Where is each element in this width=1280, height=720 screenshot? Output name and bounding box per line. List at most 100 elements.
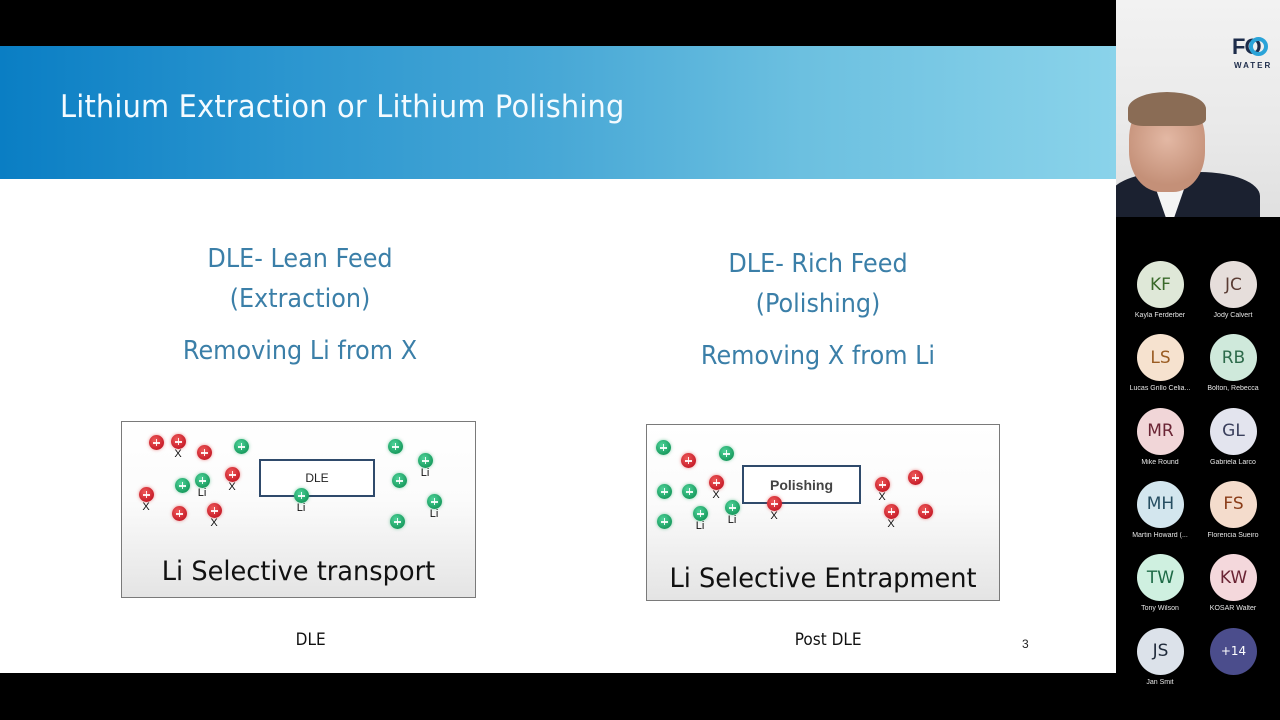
participant-avatar[interactable]: MR: [1137, 407, 1184, 455]
left-heading-line1: DLE- Lean Feed: [207, 244, 393, 274]
participant-name: Gabriela Larco: [1210, 458, 1256, 466]
participant-tile[interactable]: FS Florencia Sueiro: [1198, 480, 1268, 551]
ion-label: Li: [296, 502, 306, 514]
ion-label: X: [228, 481, 236, 493]
participant-tile[interactable]: TW Tony Wilson: [1125, 554, 1195, 624]
participant-avatar[interactable]: JC: [1210, 261, 1257, 308]
contaminant-ion-icon: [709, 475, 724, 490]
slide-header-banner: Lithium Extraction or Lithium Polishing: [0, 46, 1116, 179]
participant-avatar[interactable]: FS: [1210, 480, 1257, 528]
lithium-ion-icon: [693, 506, 708, 521]
lithium-ion-icon: [427, 494, 442, 509]
participant-tile[interactable]: MR Mike Round: [1125, 407, 1195, 478]
participant-avatar[interactable]: MH: [1137, 480, 1184, 528]
ion-label: Li: [727, 514, 737, 526]
dle-process-label: DLE: [305, 471, 329, 485]
shared-slide: Lithium Extraction or Lithium Polishing …: [0, 46, 1116, 673]
participant-name: Lucas Grillo Celia...: [1129, 385, 1191, 393]
participant-avatar[interactable]: RB: [1210, 334, 1257, 382]
ion-label: Li: [197, 487, 207, 499]
participant-tile[interactable]: KW KOSAR Walter: [1198, 554, 1268, 624]
participant-avatar[interactable]: KF: [1137, 261, 1184, 308]
participant-name: Jody Calvert: [1213, 312, 1253, 319]
right-heading-line1: DLE- Rich Feed: [728, 249, 908, 279]
participant-tile[interactable]: +14: [1198, 627, 1268, 698]
speaker-person: [1116, 88, 1280, 217]
ion-label: Li: [420, 467, 430, 479]
contaminant-ion-icon: [139, 487, 154, 502]
participant-name: Martin Howard (...: [1132, 531, 1188, 539]
participant-avatar[interactable]: JS: [1137, 627, 1184, 675]
participant-name: Mike Round: [1141, 458, 1179, 466]
ion-label: X: [770, 510, 778, 522]
participant-name: Jan Smit: [1146, 678, 1174, 686]
polishing-process-box: Polishing: [742, 465, 861, 504]
participant-tile[interactable]: GL Gabriela Larco: [1198, 407, 1268, 478]
more-participants-button[interactable]: +14: [1210, 627, 1257, 675]
contaminant-ion-icon: [884, 504, 899, 519]
participant-avatar[interactable]: GL: [1210, 407, 1257, 455]
logo-ring-icon: [1249, 37, 1268, 56]
lithium-ion-icon: [392, 473, 407, 488]
lithium-ion-icon: [390, 514, 405, 529]
lithium-ion-icon: [294, 488, 309, 503]
participant-avatar[interactable]: KW: [1210, 554, 1257, 602]
ion-label: X: [210, 517, 218, 529]
dle-process-box: DLE: [259, 459, 375, 497]
speaker-video-tile[interactable]: FO WATER: [1116, 0, 1280, 217]
ion-label: Li: [695, 520, 705, 532]
participant-tile[interactable]: LS Lucas Grillo Celia...: [1125, 334, 1195, 404]
contaminant-ion-icon: [875, 477, 890, 492]
speaker-hair: [1128, 92, 1206, 126]
contaminant-ion-icon: [149, 435, 164, 450]
contaminant-ion-icon: [908, 470, 923, 485]
participant-avatar[interactable]: LS: [1137, 334, 1184, 382]
lithium-ion-icon: [175, 478, 190, 493]
contaminant-ion-icon: [918, 504, 933, 519]
contaminant-ion-icon: [207, 503, 222, 518]
ion-label: X: [712, 489, 720, 501]
lithium-ion-icon: [719, 446, 734, 461]
ion-label: Li: [429, 508, 439, 520]
participant-name: KOSAR Walter: [1209, 605, 1257, 613]
right-heading: DLE- Rich Feed (Polishing): [662, 244, 975, 324]
contaminant-ion-icon: [767, 496, 782, 511]
lithium-ion-icon: [234, 439, 249, 454]
ion-label: X: [174, 448, 182, 460]
left-heading: DLE- Lean Feed (Extraction): [144, 239, 457, 319]
contaminant-ion-icon: [225, 467, 240, 482]
participant-tile[interactable]: JS Jan Smit: [1125, 627, 1195, 698]
company-logo: FO WATER: [1232, 32, 1280, 72]
lithium-ion-icon: [388, 439, 403, 454]
ion-label: X: [887, 518, 895, 530]
lithium-ion-icon: [657, 484, 672, 499]
participant-name: Tony Wilson: [1141, 605, 1179, 613]
slide-title: Lithium Extraction or Lithium Polishing: [60, 89, 625, 125]
right-heading-line2: (Polishing): [755, 289, 881, 319]
ion-label: X: [878, 491, 886, 503]
right-footer-label: Post DLE: [794, 630, 862, 650]
lithium-ion-icon: [418, 453, 433, 468]
left-subheading: Removing Li from X: [182, 336, 418, 366]
logo-subtext: WATER: [1234, 61, 1273, 70]
right-subheading: Removing X from Li: [700, 341, 936, 371]
participant-avatar[interactable]: TW: [1137, 554, 1184, 602]
contaminant-ion-icon: [197, 445, 212, 460]
participant-tile[interactable]: MH Martin Howard (...: [1125, 480, 1195, 551]
lithium-ion-icon: [195, 473, 210, 488]
contaminant-ion-icon: [171, 434, 186, 449]
lithium-ion-icon: [682, 484, 697, 499]
contaminant-ion-icon: [172, 506, 187, 521]
lithium-ion-icon: [657, 514, 672, 529]
slide-number: 3: [1022, 637, 1029, 651]
participant-tile[interactable]: JC Jody Calvert: [1198, 261, 1268, 331]
participant-name: Florencia Sueiro: [1207, 531, 1259, 539]
polishing-process-label: Polishing: [770, 476, 833, 493]
right-diagram-caption: Li Selective Entrapment: [669, 563, 977, 594]
